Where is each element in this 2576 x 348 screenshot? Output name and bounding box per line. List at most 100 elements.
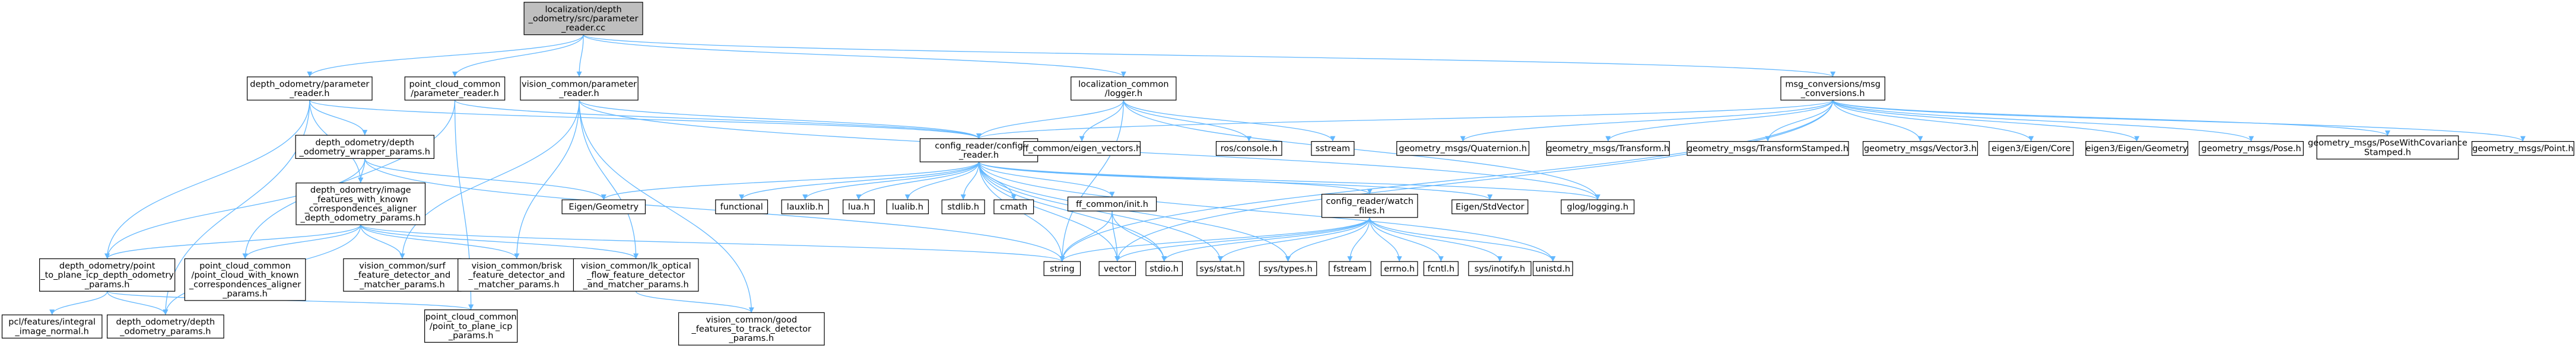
edge-msgc-to-gmpoint (1832, 100, 2526, 142)
node-unistd: unistd.h (1532, 261, 1573, 276)
node-label-fstream-line-0: fstream (1333, 264, 1367, 274)
node-box-stdlib (941, 199, 985, 215)
node-msgc[interactable]: msg_conversions/msg_conversions.h (1780, 76, 1885, 101)
edge-group-dowp-string (364, 158, 1065, 262)
node-gmpose: geometry_msgs/Pose.h (2199, 141, 2304, 156)
node-dodp[interactable]: depth_odometry/depth_odometry_params.h (107, 314, 224, 339)
node-vclk[interactable]: vision_common/lk_optical_flow_feature_de… (573, 258, 699, 292)
edge-crc-to-ffinit (978, 161, 1115, 197)
node-label-inotify-line-0: sys/inotify.h (1475, 264, 1526, 274)
node-label-pccpr-line-0: point_cloud_common (409, 79, 501, 89)
node-functional: functional (715, 199, 768, 215)
node-box-doif (296, 183, 426, 225)
node-box-lauxlib (781, 199, 829, 215)
node-label-dopr-line-0: depth_odometry/parameter (250, 79, 369, 89)
node-eiggeo: eigen3/Eigen/Geometry (2085, 141, 2189, 156)
edge-crc-to-lualib (904, 161, 980, 200)
node-vcsurf[interactable]: vision_common/surf_feature_detector_and_… (343, 258, 462, 292)
node-label-errno-line-0: errno.h (1384, 264, 1415, 274)
node-label-msgc-line-1: _conversions.h (1800, 89, 1865, 98)
node-vcpr[interactable]: vision_common/parameter_reader.h (520, 76, 639, 101)
node-box-egeo (561, 199, 646, 215)
node-vcgood[interactable]: vision_common/good_features_to_track_det… (678, 312, 825, 346)
node-label-glog-line-0: glog/logging.h (1567, 203, 1628, 212)
node-label-dowp-line-1: _odometry_wrapper_params.h (299, 147, 430, 157)
edge-msgc-to-gmpose (1832, 100, 2254, 142)
edge-group-msgc-vector (1114, 100, 1834, 262)
edge-lcl-to-string (1059, 100, 1125, 262)
edge-group-crwf-errno (1369, 217, 1402, 262)
node-box-fcntl (1423, 261, 1459, 276)
edge-crc-to-unistd (978, 162, 1556, 262)
node-eigcore: eigen3/Eigen/Core (1989, 141, 2074, 156)
node-vcbrisk[interactable]: vision_common/brisk_feature_detector_and… (458, 258, 576, 292)
node-label-msgc-line-0: msg_conversions/msg (1785, 79, 1881, 89)
edge-doif-to-vcsurf (360, 224, 405, 259)
edge-group-lcl-crc (976, 100, 1125, 139)
node-label-doptp-line-1: _to_plane_icp_depth_odometry (40, 271, 174, 280)
node-pccptp[interactable]: point_cloud_common/point_to_plane_icp_pa… (424, 309, 518, 343)
node-box-eiggeo (2085, 141, 2189, 156)
edge-msgc-to-gmq (1460, 100, 1834, 142)
node-label-stdio-line-0: stdio.h (1149, 264, 1179, 274)
node-label-vcsurf-line-0: vision_common/surf (359, 261, 446, 271)
node-label-gmpose-line-0: geometry_msgs/Pose.h (2202, 144, 2301, 154)
node-box-gmpwcs (2316, 135, 2459, 159)
edge-group-crwf-sysstat (1218, 217, 1370, 262)
edge-msgc-to-string (1059, 100, 1834, 262)
edge-group-pccpr-pccpcw (242, 100, 456, 259)
node-label-vclk-line-2: _and_matcher_params.h (583, 280, 689, 289)
node-box-rosconsole (1215, 141, 1282, 156)
node-label-pccpcw-line-1: /point_cloud_with_known (191, 271, 298, 280)
node-label-vcbrisk-line-1: _feature_detector_and (468, 271, 566, 280)
node-box-dodp (107, 314, 224, 339)
node-label-crwf-line-0: config_reader/watch (1326, 197, 1414, 206)
node-doptp[interactable]: depth_odometry/point_to_plane_icp_depth_… (39, 258, 176, 292)
edge-group-doptp-dodp (107, 291, 169, 315)
edge-group-pccpr-crc (454, 100, 982, 139)
edge-dopr-to-crc (309, 100, 982, 139)
node-pccpcw[interactable]: point_cloud_common/point_cloud_with_know… (184, 258, 306, 301)
node-box-ffinit (1067, 196, 1157, 212)
node-label-vcpr-line-1: _reader.h (558, 89, 599, 98)
node-lcl[interactable]: localization_common/logger.h (1071, 76, 1177, 101)
node-box-errno (1380, 261, 1418, 276)
node-dowp[interactable]: depth_odometry/depth_odometry_wrapper_pa… (295, 135, 434, 159)
node-egeo: Eigen/Geometry (561, 199, 646, 215)
edge-group-crc-unistd (978, 162, 1556, 262)
edge-crc-to-lauxlib (802, 161, 980, 200)
edge-group-lcl-ffev (1079, 100, 1125, 142)
node-ffev[interactable]: ff_common/eigen_vectors.h (1022, 141, 1141, 156)
node-lua: lua.h (843, 199, 875, 215)
edge-group-ffinit-stdio (1111, 210, 1167, 262)
node-box-fstream (1329, 261, 1371, 276)
node-label-doif-line-1: _features_with_known (313, 195, 408, 205)
node-label-crc-line-1: _reader.h (958, 151, 999, 160)
node-label-root-line-2: _reader.cc (561, 24, 605, 33)
node-stdio: stdio.h (1145, 261, 1183, 276)
node-crwf[interactable]: config_reader/watch_files.h (1321, 193, 1418, 218)
node-box-glog (1561, 199, 1635, 215)
edge-crwf-to-systypes (1285, 217, 1370, 262)
node-pccpr[interactable]: point_cloud_common/parameter_reader.h (404, 76, 506, 101)
node-lauxlib: lauxlib.h (781, 199, 829, 215)
node-root[interactable]: localization/depth_odometry/src/paramete… (523, 2, 643, 36)
node-label-lcl-line-0: localization_common (1078, 79, 1169, 89)
node-label-unistd-line-0: unistd.h (1536, 264, 1571, 274)
node-dopr[interactable]: depth_odometry/parameter_reader.h (246, 76, 373, 101)
edge-crwf-to-fcntl (1369, 217, 1444, 262)
node-doif[interactable]: depth_odometry/image_features_with_known… (296, 183, 426, 225)
edge-group-root-pccpr (452, 34, 584, 77)
node-label-root-line-0: localization/depth (545, 5, 621, 14)
node-ffinit[interactable]: ff_common/init.h (1067, 196, 1157, 212)
node-crc[interactable]: config_reader/config_reader.h (919, 138, 1038, 162)
edge-ffinit-to-vector (1111, 210, 1120, 262)
node-box-sysstat (1196, 261, 1244, 276)
edge-vcpr-to-vcbrisk (514, 100, 580, 259)
node-box-pccpcw (184, 258, 306, 301)
edge-group-doif-string (360, 224, 1065, 262)
node-box-dowp (295, 135, 434, 159)
node-label-dopr-line-1: _reader.h (289, 89, 329, 98)
node-box-vector (1098, 261, 1136, 276)
